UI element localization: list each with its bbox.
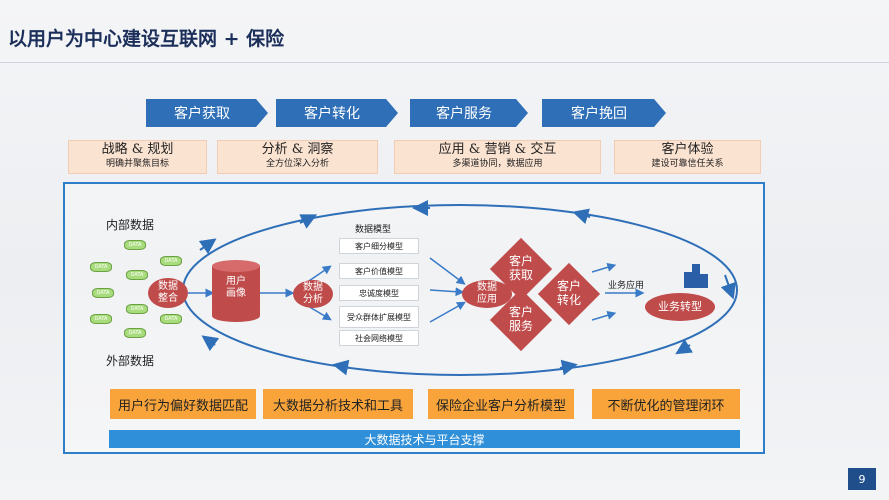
model-customer-segmentation: 客户细分模型 [339, 238, 419, 254]
data-cylinder-icon: DATA [160, 256, 182, 266]
business-application-label: 业务应用 [608, 281, 645, 291]
stage-title: 战略 & 规划 [101, 142, 174, 157]
box-insurance-model: 保险企业客户分析模型 [428, 389, 574, 419]
data-analysis-node: 数据 分析 [293, 280, 333, 308]
arrow-customer-acquisition: 客户获取 [146, 99, 268, 127]
arrow-customer-service: 客户服务 [410, 99, 528, 127]
data-cylinder-icon: DATA [90, 314, 112, 324]
stage-analysis: 分析 & 洞察 全方位深入分析 [217, 140, 378, 174]
model-customer-value: 客户价值模型 [339, 263, 419, 279]
stage-title: 客户体验 [661, 142, 714, 157]
stage-title: 分析 & 洞察 [261, 142, 334, 157]
building-icon [680, 264, 708, 288]
data-cylinder-icon: DATA [126, 304, 148, 314]
page-title: 以用户为中心建设互联网 + 保险 [8, 28, 285, 50]
title-divider [0, 62, 889, 63]
stage-subtitle: 明确并聚焦目标 [105, 159, 169, 169]
data-application-node: 数据 应用 [462, 280, 512, 308]
box-management-loop: 不断优化的管理闭环 [592, 389, 740, 419]
diamond-conversion-label: 客户 转化 [556, 279, 581, 307]
stage-title: 应用 & 营销 & 交互 [438, 142, 557, 157]
data-cylinder-icon: DATA [124, 240, 146, 250]
external-data-label: 外部数据 [106, 354, 155, 368]
arrow-customer-conversion: 客户转化 [276, 99, 398, 127]
user-portrait-label: 用户 画像 [226, 276, 246, 299]
stage-experience: 客户体验 建设可靠信任关系 [614, 140, 761, 174]
platform-support-bar: 大数据技术与平台支撑 [109, 430, 740, 448]
stage-subtitle: 多渠道协同，数据应用 [452, 159, 543, 169]
stage-application: 应用 & 营销 & 交互 多渠道协同，数据应用 [394, 140, 601, 174]
diamond-service-label: 客户 服务 [508, 305, 533, 333]
model-loyalty: 忠诚度模型 [339, 285, 419, 301]
page-number: 9 [848, 468, 876, 490]
diamond-acquisition-label: 客户 获取 [508, 254, 533, 282]
business-transformation-node: 业务转型 [645, 293, 715, 321]
data-cylinder-icon: DATA [126, 270, 148, 280]
stage-subtitle: 全方位深入分析 [265, 159, 329, 169]
data-cylinder-icon: DATA [124, 328, 146, 338]
stage-strategy: 战略 & 规划 明确并聚焦目标 [68, 140, 207, 174]
data-cylinder-icon: DATA [90, 262, 112, 272]
box-user-behavior: 用户行为偏好数据匹配 [110, 389, 256, 419]
internal-data-label: 内部数据 [106, 218, 155, 232]
box-big-data-tools: 大数据分析技术和工具 [263, 389, 413, 419]
data-cylinder-icon: DATA [160, 314, 182, 324]
stage-subtitle: 建设可靠信任关系 [651, 159, 724, 169]
data-integration-node: 数据 整合 [148, 278, 188, 308]
arrow-customer-retention: 客户挽回 [542, 99, 666, 127]
user-portrait-cylinder: 用户 画像 [212, 260, 260, 322]
model-social-network: 社会网络模型 [339, 330, 419, 346]
model-audience-expansion: 受众群体扩展模型 [339, 306, 419, 328]
data-cylinder-icon: DATA [92, 288, 114, 298]
data-model-title: 数据模型 [355, 225, 392, 235]
